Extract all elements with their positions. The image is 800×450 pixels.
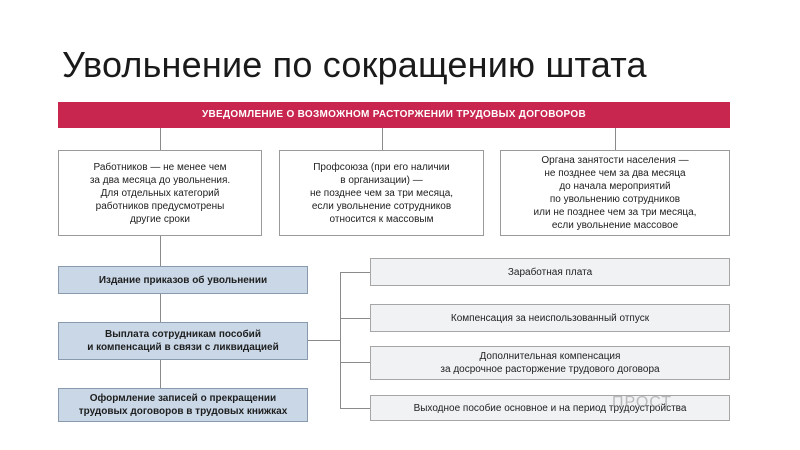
connector-banner-mid-down	[382, 128, 383, 150]
connector-spine-to-pay2	[340, 318, 370, 319]
payment-severance-text: Выходное пособие основное и на период тр…	[413, 402, 687, 414]
connector-right-spine	[340, 272, 341, 408]
payment-salary-text: Заработная плата	[507, 266, 593, 278]
notify-employment-agency-box: Органа занятости населения — не позднее …	[500, 150, 730, 236]
connector-spine-to-pay1	[340, 272, 370, 273]
step-workbook-records-box: Оформление записей о прекращении трудовы…	[58, 388, 308, 422]
notify-employees-text: Работников — не менее чем за два месяца …	[89, 161, 231, 225]
payment-severance-box: Выходное пособие основное и на период тр…	[370, 395, 730, 421]
connector-left-spine	[160, 236, 161, 390]
payment-vacation-compensation-box: Компенсация за неиспользованный отпуск	[370, 304, 730, 332]
notify-union-text: Профсоюза (при его наличии в организации…	[309, 161, 454, 225]
step-payments-box: Выплата сотрудникам пособий и компенсаци…	[58, 322, 308, 360]
payment-early-termination-box: Дополнительная компенсация за досрочное …	[370, 346, 730, 380]
connector-spine-to-pay4	[340, 408, 370, 409]
step-orders-box: Издание приказов об увольнении	[58, 266, 308, 294]
payment-salary-box: Заработная плата	[370, 258, 730, 286]
notify-employees-box: Работников — не менее чем за два месяца …	[58, 150, 262, 236]
payment-vacation-compensation-text: Компенсация за неиспользованный отпуск	[450, 312, 650, 324]
connector-banner-left-down	[160, 128, 161, 150]
step-workbook-records-text: Оформление записей о прекращении трудовы…	[78, 393, 288, 417]
watermark-logo: ПРОСТ	[612, 394, 673, 411]
connector-spine-to-pay3	[340, 362, 370, 363]
connector-step2-to-spine	[308, 340, 340, 341]
step-payments-text: Выплата сотрудникам пособий и компенсаци…	[87, 329, 279, 353]
notify-employment-agency-text: Органа занятости населения — не позднее …	[533, 155, 697, 231]
notify-union-box: Профсоюза (при его наличии в организации…	[279, 150, 484, 236]
payment-early-termination-text: Дополнительная компенсация за досрочное …	[440, 351, 660, 375]
slide-title: Увольнение по сокращению штата	[62, 44, 647, 85]
connector-banner-right-down	[615, 128, 616, 150]
step-orders-text: Издание приказов об увольнении	[98, 274, 268, 286]
notice-banner: УВЕДОМЛЕНИЕ О ВОЗМОЖНОМ РАСТОРЖЕНИИ ТРУД…	[58, 102, 730, 128]
